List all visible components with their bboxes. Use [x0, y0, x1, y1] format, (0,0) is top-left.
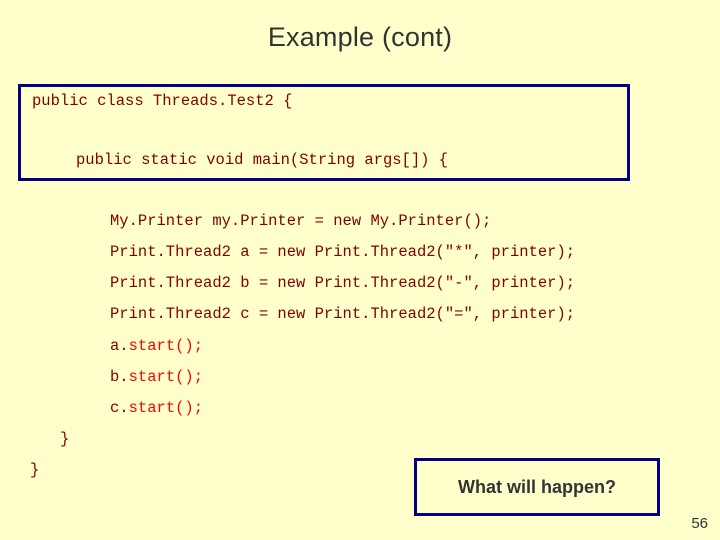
- code-line-close-inner: }: [60, 430, 70, 448]
- b-prefix: b.: [110, 368, 129, 386]
- code-line-b-start: b.start();: [110, 368, 203, 386]
- code-line-thread-a: Print.Thread2 a = new Print.Thread2("*",…: [110, 243, 576, 261]
- code-line-class-decl: public class Threads.Test2 {: [32, 92, 293, 110]
- question-callout-text: What will happen?: [458, 476, 616, 497]
- a-start-call: start();: [128, 337, 204, 355]
- code-line-close-outer: }: [30, 461, 40, 479]
- c-start-call: start();: [128, 399, 204, 417]
- code-line-thread-b: Print.Thread2 b = new Print.Thread2("-",…: [110, 274, 576, 292]
- b-start-call: start();: [128, 368, 204, 386]
- code-line-main-decl: public static void main(String args[]) {: [76, 151, 449, 169]
- question-callout: What will happen?: [414, 458, 660, 516]
- page-number: 56: [691, 515, 708, 532]
- code-line-thread-c: Print.Thread2 c = new Print.Thread2("=",…: [110, 305, 576, 323]
- code-line-a-start: a.start();: [110, 337, 203, 355]
- a-prefix: a.: [110, 337, 129, 355]
- code-box: [18, 84, 630, 181]
- code-line-myprinter: My.Printer my.Printer = new My.Printer()…: [110, 212, 492, 230]
- page-title: Example (cont): [267, 22, 453, 52]
- code-line-c-start: c.start();: [110, 399, 203, 417]
- c-prefix: c.: [110, 399, 129, 417]
